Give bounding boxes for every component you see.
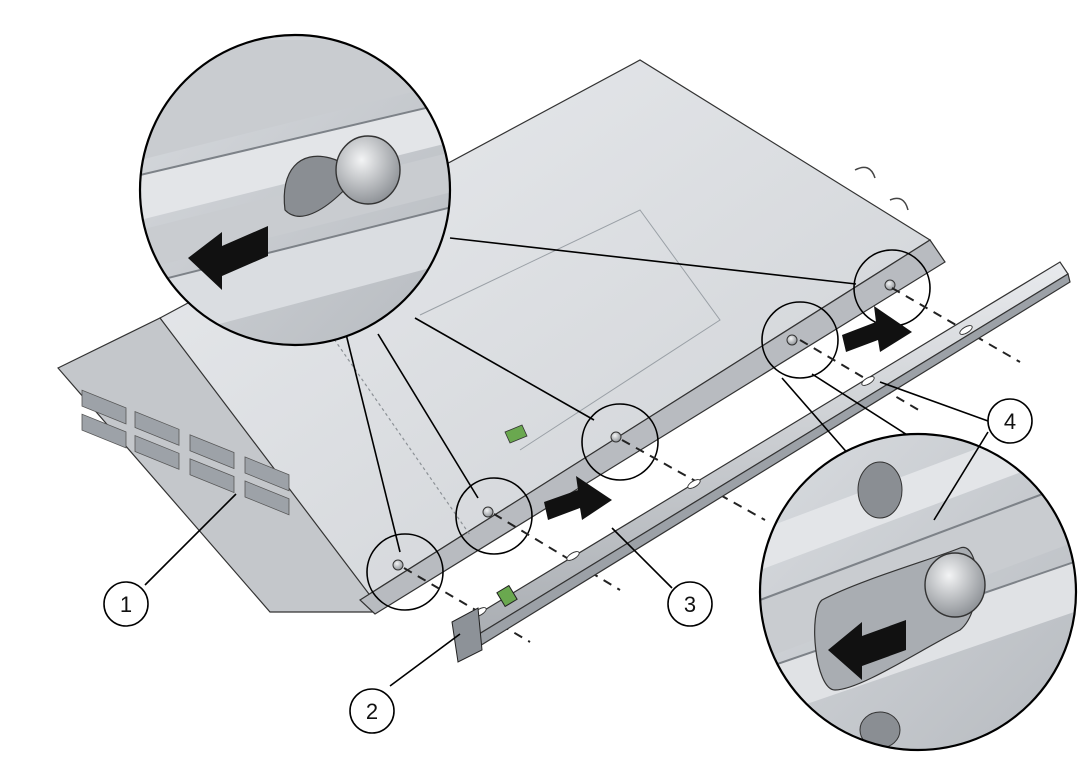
- drive-bays: [81, 389, 290, 516]
- pin-highlight: [761, 301, 839, 379]
- svg-text:4: 4: [1004, 409, 1016, 434]
- rail-front-bracket: [451, 607, 483, 663]
- status-led: [504, 424, 528, 444]
- mounting-pin-head: [924, 552, 986, 618]
- pin-highlight: [455, 477, 533, 555]
- pin-highlight: [366, 533, 444, 611]
- zoom-leaders-a: [345, 237, 857, 553]
- cover-seam: [419, 209, 721, 451]
- chassis-side-wall: [359, 239, 946, 615]
- rail-release-tab: [496, 584, 518, 608]
- callout-1: 1: [103, 581, 149, 627]
- slide-arrow: [828, 620, 906, 680]
- svg-text:3: 3: [684, 592, 696, 617]
- mounting-pins: [392, 279, 896, 571]
- mounting-pin: [482, 506, 494, 518]
- insert-arrow: [842, 306, 912, 352]
- rail-keyhole: [566, 551, 580, 561]
- server-chassis: [57, 59, 946, 615]
- rear-cable-tabs: [854, 166, 909, 211]
- callout-3: 3: [667, 581, 713, 627]
- alignment-lines: [403, 287, 1021, 643]
- magnifier-pin-lock-detail: [758, 432, 1078, 752]
- slide-arrow: [188, 226, 268, 290]
- rail-keyhole: [959, 325, 973, 335]
- pin-highlight: [581, 403, 659, 481]
- callout-2: 2: [349, 688, 395, 734]
- slide-rail: [451, 261, 1071, 663]
- insert-arrow: [544, 476, 612, 520]
- magnifier-keyhole-detail: [138, 33, 452, 347]
- callout-leaders: [144, 381, 989, 687]
- mounting-pin-head: [335, 135, 401, 205]
- mounting-pin: [610, 431, 622, 443]
- rail-keyhole: [687, 479, 701, 489]
- svg-text:1: 1: [120, 592, 132, 617]
- svg-text:2: 2: [366, 699, 378, 724]
- mounting-pin: [786, 334, 798, 346]
- mounting-pin: [392, 559, 404, 571]
- rail-keyhole: [861, 376, 875, 386]
- pin-highlight-circles: [366, 249, 931, 611]
- callout-4: 4: [987, 398, 1033, 444]
